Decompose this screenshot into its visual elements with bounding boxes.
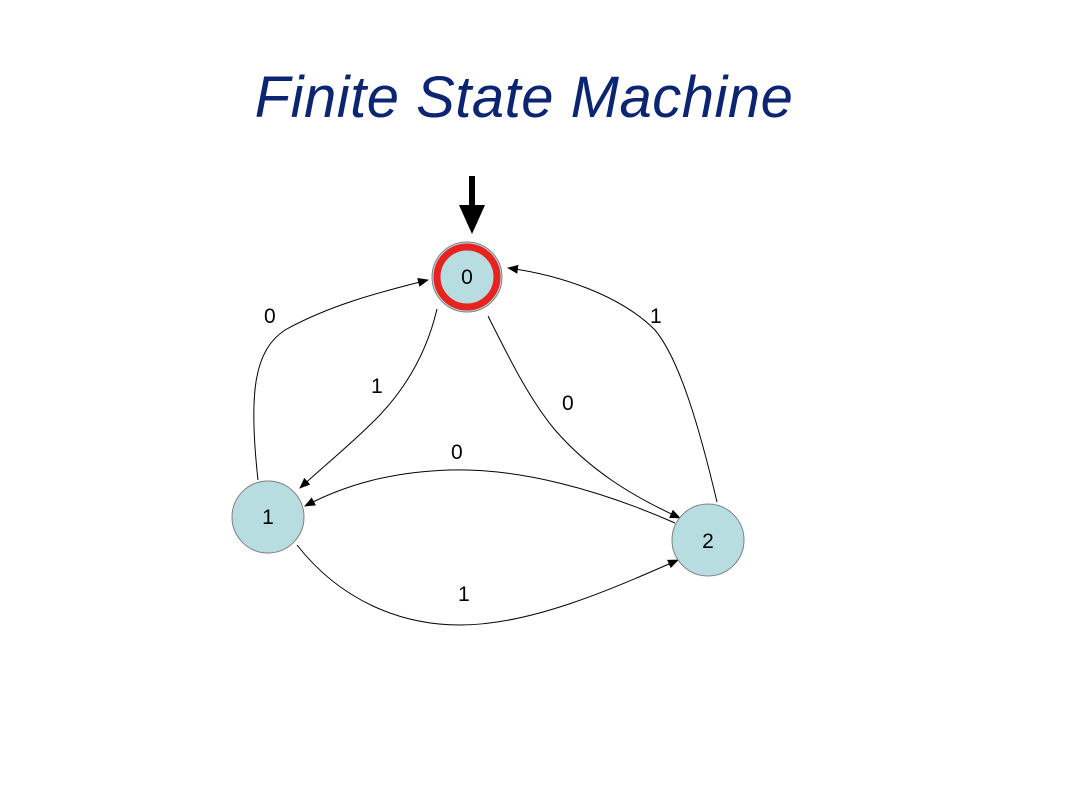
state-2: 2 <box>671 503 745 577</box>
state-1: 1 <box>231 480 305 554</box>
transition-label-1-to-2: 1 <box>458 583 470 606</box>
transition-2-to-0 <box>507 264 718 503</box>
state-label-2: 2 <box>702 530 714 553</box>
transition-label-0-to-1: 1 <box>371 375 383 398</box>
transition-0-to-2 <box>487 315 681 519</box>
transition-0-to-1 <box>299 308 438 489</box>
state-label-0: 0 <box>461 266 473 289</box>
slide-title: Finite State Machine <box>254 65 794 130</box>
transition-label-2-to-1: 0 <box>451 441 463 464</box>
state-label-1: 1 <box>262 506 274 529</box>
state-0: 0 <box>431 241 503 313</box>
start-arrow-icon <box>459 176 485 234</box>
transition-2-to-1 <box>304 469 676 524</box>
transition-label-1-to-0: 0 <box>264 305 276 328</box>
transition-1-to-2 <box>296 544 679 626</box>
transition-label-0-to-2: 0 <box>562 392 574 415</box>
transition-1-to-0 <box>253 278 429 481</box>
transition-label-2-to-0: 1 <box>650 305 662 328</box>
current-state-ring <box>433 243 501 311</box>
